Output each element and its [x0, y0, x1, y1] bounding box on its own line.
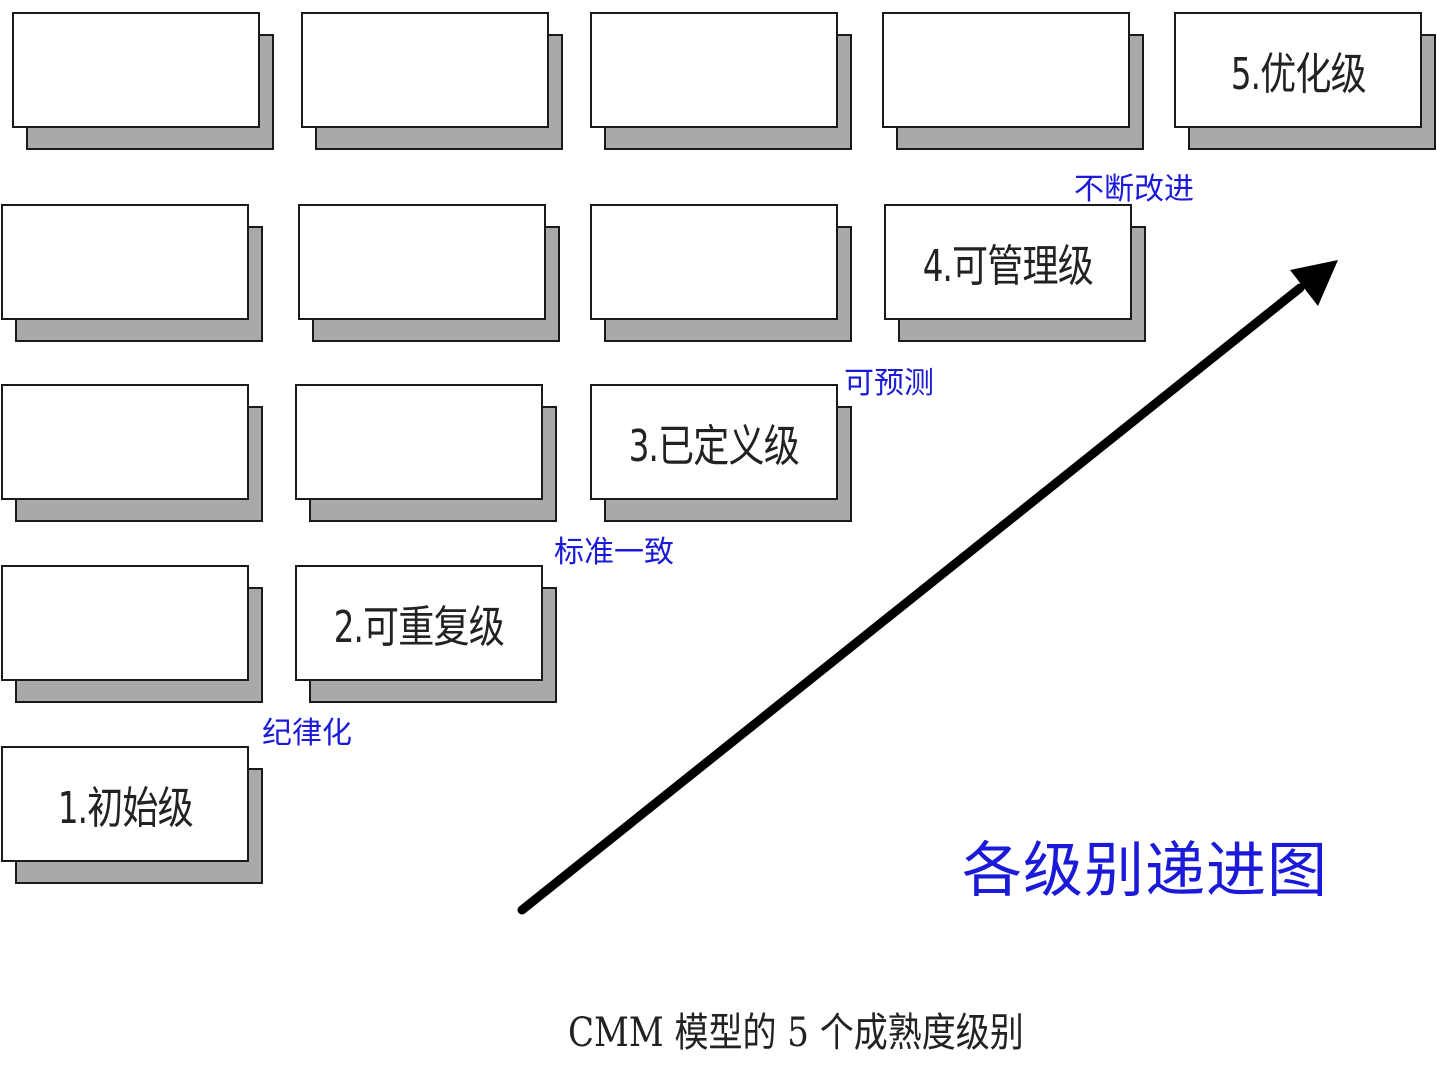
transition-label-predictable: 可预测 [844, 366, 934, 401]
level-3-box: 3.已定义级 [590, 384, 852, 522]
level-4-label: 4.可管理级 [922, 241, 1094, 292]
empty-box [301, 12, 563, 150]
level-1-label: 1.初始级 [57, 783, 193, 834]
level-4-box: 4.可管理级 [884, 204, 1146, 342]
level-1-box: 1.初始级 [1, 746, 263, 884]
empty-box [882, 12, 1144, 150]
level-5-label: 5.优化级 [1230, 49, 1366, 100]
empty-box [295, 384, 557, 522]
empty-box [1, 204, 263, 342]
empty-box [590, 204, 852, 342]
empty-box [1, 384, 263, 522]
empty-box [12, 12, 274, 150]
transition-label-improve: 不断改进 [1074, 172, 1194, 207]
level-3-label: 3.已定义级 [628, 421, 800, 472]
level-5-box: 5.优化级 [1174, 12, 1436, 150]
level-2-box: 2.可重复级 [295, 565, 557, 703]
empty-box [1, 565, 263, 703]
level-2-label: 2.可重复级 [333, 602, 505, 653]
empty-box [298, 204, 560, 342]
transition-label-standard: 标准一致 [554, 535, 674, 570]
empty-box [590, 12, 852, 150]
diagram-title: 各级别递进图 [962, 836, 1328, 906]
transition-label-discipline: 纪律化 [262, 716, 352, 751]
figure-caption: CMM 模型的 5 个成熟度级别 [568, 1010, 1024, 1056]
